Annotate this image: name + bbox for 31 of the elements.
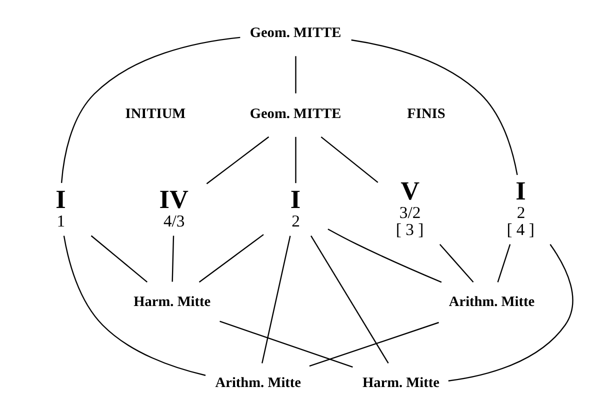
- node-text: Arithm. Mitte: [448, 294, 534, 310]
- connector: [198, 234, 264, 283]
- connector: [62, 236, 206, 376]
- connector: [171, 236, 174, 282]
- node-text: Arithm. Mitte: [214, 375, 301, 392]
- label: FINIS: [406, 106, 445, 122]
- connector: [327, 228, 442, 283]
- node-text: Harm. Mitte: [362, 375, 440, 392]
- connector: [261, 236, 290, 364]
- connector: [350, 39, 518, 176]
- connector: [320, 136, 378, 183]
- node-text: V 3/2 [ 3 ]: [395, 176, 424, 239]
- connector: [294, 136, 296, 184]
- connector: [90, 235, 148, 283]
- connector: [60, 36, 240, 183]
- node-text: Geom. MITTE: [249, 106, 341, 122]
- node-text: I 2: [290, 184, 300, 230]
- label: INITIUM: [124, 106, 186, 122]
- connector: [308, 322, 438, 367]
- connector: [448, 244, 573, 382]
- connector: [310, 236, 388, 364]
- connector: [206, 136, 269, 184]
- node-text: Geom. MITTE: [249, 24, 341, 41]
- node-text: Harm. Mitte: [133, 294, 210, 310]
- connector: [219, 320, 352, 368]
- connector: [496, 244, 510, 282]
- node-text: I 2 [ 4 ]: [506, 176, 534, 239]
- connector: [294, 56, 296, 94]
- connector: [438, 244, 474, 283]
- node-text: I 1: [55, 184, 66, 230]
- node-text: IV 4/3: [158, 184, 188, 230]
